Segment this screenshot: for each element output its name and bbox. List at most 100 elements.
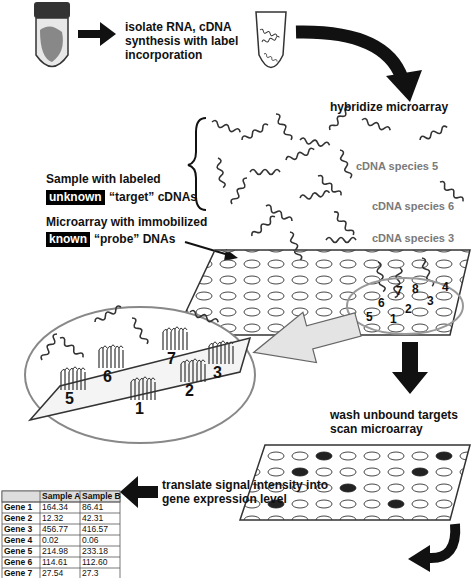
table-cell: 214.98 bbox=[40, 546, 80, 557]
cdna-strand bbox=[250, 215, 276, 238]
table-cell: 12.32 bbox=[40, 513, 80, 524]
cdna-strand bbox=[211, 120, 241, 135]
table-header-cell: Gene 2 bbox=[2, 513, 40, 524]
table-cell: 27.54 bbox=[40, 568, 80, 578]
tube-cap bbox=[34, 2, 70, 18]
description-text: Sample with labeled bbox=[46, 172, 161, 187]
probe-cluster bbox=[99, 345, 123, 368]
step-arrow bbox=[120, 476, 158, 508]
signal-spot bbox=[340, 484, 356, 492]
spot-number: 3 bbox=[427, 294, 434, 308]
table-header-cell: Sample A bbox=[40, 491, 80, 502]
table-header bbox=[2, 491, 120, 502]
table-header-cell: Gene 6 bbox=[2, 557, 40, 568]
spot-number: 7 bbox=[396, 284, 403, 298]
step-arrow bbox=[428, 524, 455, 558]
step-arrow bbox=[392, 342, 428, 394]
cdna-strand bbox=[285, 147, 315, 162]
table-cell: 416.57 bbox=[80, 524, 120, 535]
spot-number: 8 bbox=[412, 282, 419, 296]
cdna-strand bbox=[420, 257, 435, 287]
description-text: “target” cDNAs bbox=[109, 190, 197, 205]
table-cell: 27.3 bbox=[80, 568, 120, 578]
spot-number: 4 bbox=[442, 280, 449, 294]
cdna-strand bbox=[376, 262, 386, 292]
cdna-strand bbox=[263, 53, 277, 63]
spot-number: 5 bbox=[366, 310, 373, 324]
probe-cluster bbox=[61, 367, 85, 390]
zoom-highlight bbox=[347, 278, 463, 334]
probe-cluster bbox=[181, 359, 205, 382]
cdna-strand bbox=[361, 118, 391, 133]
cdna-strand bbox=[189, 310, 219, 325]
species-label: cDNA species 6 bbox=[372, 200, 454, 212]
description-text: Microarray with immobilized bbox=[46, 215, 207, 230]
cdna-strand bbox=[262, 36, 280, 44]
cdna-strand bbox=[130, 317, 149, 345]
probe-cluster bbox=[163, 327, 187, 350]
description-text: “probe” DNAs bbox=[94, 232, 175, 247]
cdna-strand bbox=[332, 210, 355, 236]
arrow-head bbox=[386, 70, 422, 102]
table-cell: 0.02 bbox=[40, 535, 80, 546]
array-surface bbox=[30, 338, 250, 420]
cdna-strand bbox=[40, 333, 59, 361]
table-cell: 112.60 bbox=[80, 557, 120, 568]
table-header-cell: Gene 3 bbox=[2, 524, 40, 535]
sample-tube bbox=[36, 18, 68, 67]
species-label: cDNA species 5 bbox=[356, 160, 438, 172]
data-table-grid bbox=[2, 491, 120, 578]
cdna-strand bbox=[241, 123, 269, 142]
signal-spot bbox=[316, 452, 332, 460]
cdna-strand bbox=[438, 180, 464, 203]
cdna-strand bbox=[300, 138, 330, 148]
step-label: wash unbound targets scan microarray bbox=[330, 408, 470, 436]
cdna-strand bbox=[265, 204, 293, 223]
signal-spot bbox=[388, 500, 404, 508]
table-cell: 42.31 bbox=[80, 513, 120, 524]
spot-number: 5 bbox=[65, 390, 74, 408]
cdna-strand bbox=[392, 268, 402, 298]
table-header-cell: Gene 7 bbox=[2, 568, 40, 578]
cdna-strand bbox=[250, 170, 280, 175]
spot-number: 1 bbox=[135, 400, 144, 418]
step-arrow bbox=[78, 22, 116, 46]
table-header-cell: Gene 1 bbox=[2, 502, 40, 513]
cdna-strand bbox=[216, 158, 226, 188]
table-border bbox=[2, 491, 120, 578]
step-arrow bbox=[296, 32, 402, 78]
highlight-box: unknown bbox=[46, 190, 105, 205]
spot-number: 1 bbox=[390, 312, 397, 326]
step-label: translate signal intensity into gene exp… bbox=[162, 478, 334, 506]
cdna-strand bbox=[326, 238, 356, 243]
spot-number: 6 bbox=[378, 296, 385, 310]
cdna-strand bbox=[58, 336, 84, 359]
spot-number: 3 bbox=[213, 364, 222, 382]
probe-cluster bbox=[209, 341, 233, 364]
table-header-cell: Sample B bbox=[80, 491, 120, 502]
cdna-strand bbox=[338, 149, 353, 179]
table-cell: 114.61 bbox=[40, 557, 80, 568]
spot-number: 7 bbox=[167, 350, 176, 368]
spot-number: 2 bbox=[405, 302, 412, 316]
species-label: cDNA species 3 bbox=[372, 232, 454, 244]
highlight-text: known bbox=[49, 232, 87, 246]
cdna-strand bbox=[274, 113, 293, 141]
table-cell: 233.18 bbox=[80, 546, 120, 557]
highlight-text: unknown bbox=[49, 190, 102, 204]
tissue-sample bbox=[40, 26, 63, 62]
cdna-strand bbox=[300, 190, 330, 200]
zoom-circle bbox=[25, 307, 255, 443]
cdna-strand bbox=[259, 29, 277, 38]
cdna-tube bbox=[256, 12, 286, 68]
spot-number: 2 bbox=[185, 382, 194, 400]
spot-number: 6 bbox=[103, 368, 112, 386]
signal-spot bbox=[292, 468, 308, 476]
table-header-cell: Gene 4 bbox=[2, 535, 40, 546]
cdna-strand bbox=[316, 174, 342, 197]
table-cell: 86.41 bbox=[80, 502, 120, 513]
signal-spot bbox=[436, 452, 452, 460]
signal-spot bbox=[412, 468, 428, 476]
cdna-strand bbox=[230, 177, 249, 205]
